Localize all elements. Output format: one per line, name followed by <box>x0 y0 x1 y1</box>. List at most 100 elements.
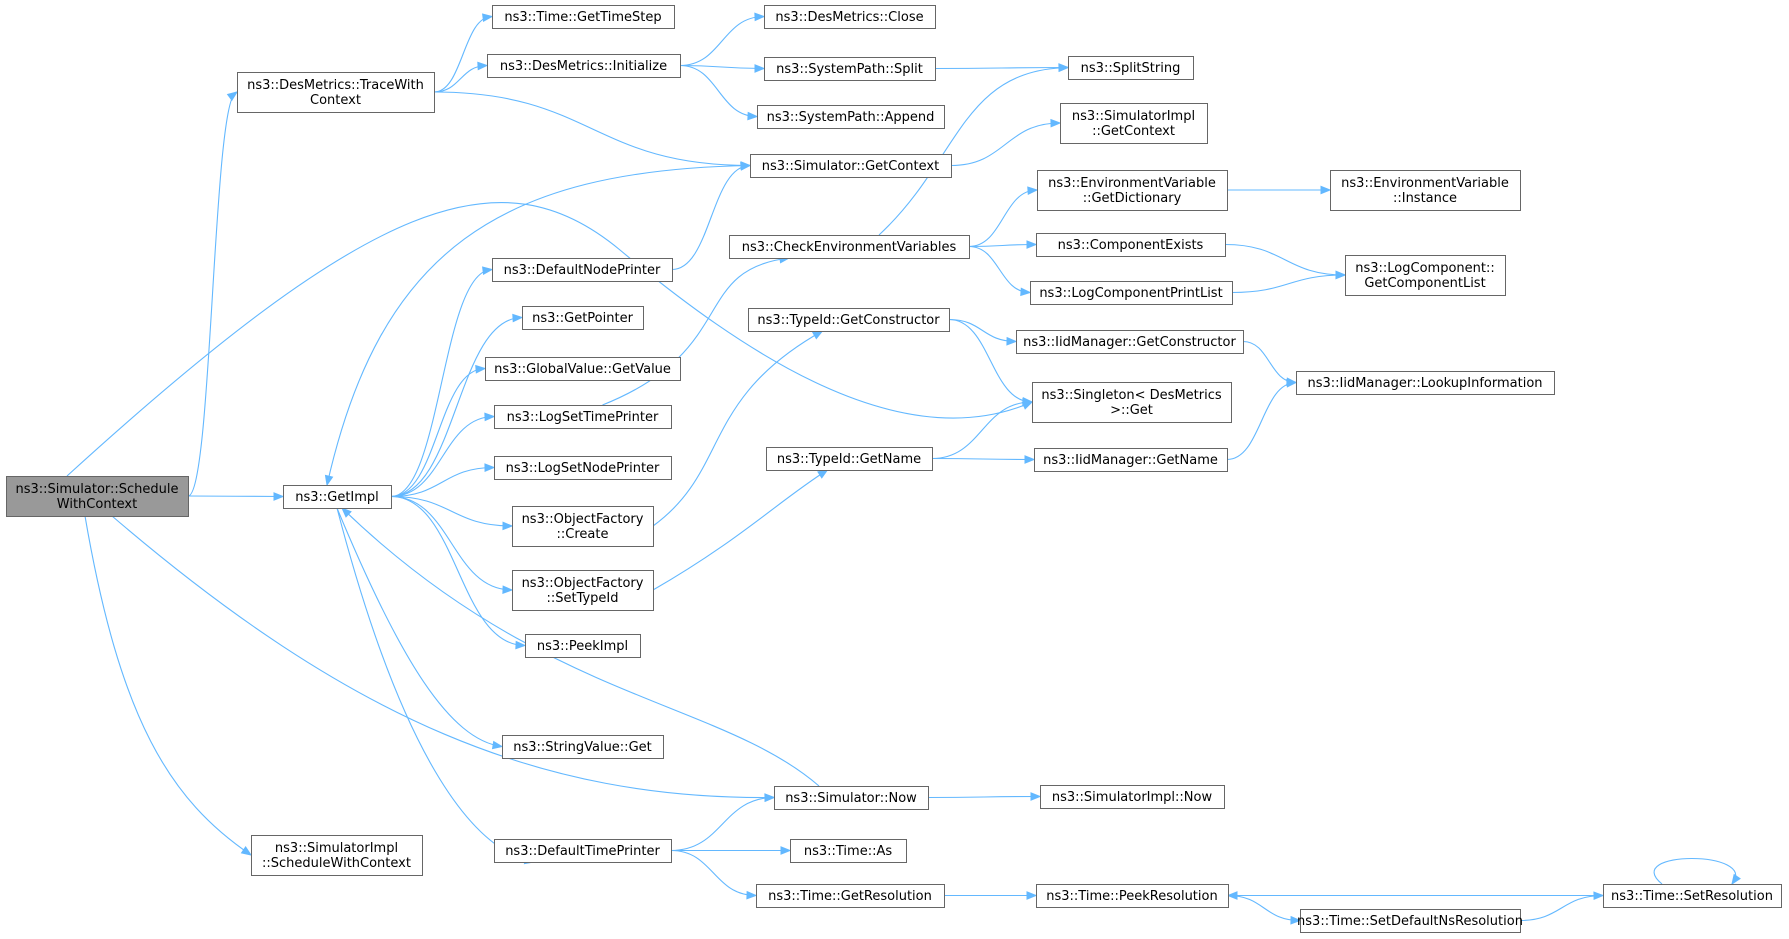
node-box <box>1040 785 1225 809</box>
node-time-peekres[interactable]: ns3::Time::PeekResolution <box>1036 884 1229 908</box>
node-box <box>6 476 189 517</box>
node-label: ns3::SplitString <box>1081 61 1181 76</box>
node-label: ns3::SimulatorImpl <box>1072 109 1195 124</box>
edge-arrowhead <box>482 266 494 275</box>
edge-arrowhead <box>1290 915 1302 925</box>
node-splitstring[interactable]: ns3::SplitString <box>1068 56 1194 80</box>
edge-iid-getctor-to-iid-lookup <box>1242 340 1297 384</box>
node-deftimeprinter[interactable]: ns3::DefaultTimePrinter <box>494 839 672 863</box>
edge-arrowhead <box>484 463 496 472</box>
node-sim-getctx[interactable]: ns3::Simulator::GetContext <box>750 154 952 178</box>
edge-iid-getname-to-iid-lookup <box>1226 381 1297 461</box>
edge-dm-init-to-dm-close <box>679 15 765 67</box>
node-box <box>525 634 641 658</box>
node-box <box>522 306 644 330</box>
node-compexists[interactable]: ns3::ComponentExists <box>1036 233 1226 257</box>
node-time-setres[interactable]: ns3::Time::SetResolution <box>1603 884 1782 908</box>
edge-arrowhead <box>817 469 829 479</box>
node-label: Context <box>310 93 361 108</box>
edge-compexists-to-logcomp-list <box>1224 243 1346 276</box>
edge-arrowhead <box>226 91 239 102</box>
node-label: ::Instance <box>1393 191 1457 206</box>
node-box <box>1030 281 1233 305</box>
node-label: ns3::TypeId::GetName <box>777 452 921 467</box>
node-getimpl[interactable]: ns3::GetImpl <box>283 485 392 509</box>
edge-deftimeprinter-to-sim-now <box>670 796 775 852</box>
node-logsettime[interactable]: ns3::LogSetTimePrinter <box>494 405 672 429</box>
edge-arrowhead <box>754 64 766 73</box>
node-label: ns3::EnvironmentVariable <box>1048 176 1216 191</box>
node-iid-lookup[interactable]: ns3::IidManager::LookupInformation <box>1296 371 1555 395</box>
node-simimpl-getctx[interactable]: ns3::SimulatorImpl::GetContext <box>1060 103 1208 144</box>
node-box <box>1603 884 1782 908</box>
edge-dm-init-to-sp-append <box>679 64 758 118</box>
node-logcompprint[interactable]: ns3::LogComponentPrintList <box>1030 281 1233 305</box>
node-checkenv[interactable]: ns3::CheckEnvironmentVariables <box>729 235 970 259</box>
node-simimpl-now[interactable]: ns3::SimulatorImpl::Now <box>1040 785 1225 809</box>
node-sv-get[interactable]: ns3::StringValue::Get <box>502 735 664 759</box>
node-dm-close[interactable]: ns3::DesMetrics::Close <box>764 5 936 29</box>
node-box <box>766 447 933 471</box>
node-defnodeprinter[interactable]: ns3::DefaultNodePrinter <box>492 258 673 282</box>
edge-trace-to-timestep <box>433 15 493 93</box>
edge-arrowhead <box>811 330 824 340</box>
node-sim-now[interactable]: ns3::Simulator::Now <box>774 786 929 810</box>
node-env-getdict[interactable]: ns3::EnvironmentVariable::GetDictionary <box>1037 170 1228 211</box>
node-sp-append[interactable]: ns3::SystemPath::Append <box>757 105 945 129</box>
node-label: ns3::Time::As <box>804 844 893 859</box>
node-logcomp-list[interactable]: ns3::LogComponent::GetComponentList <box>1345 255 1506 296</box>
node-iid-getctor[interactable]: ns3::IidManager::GetConstructor <box>1016 330 1244 354</box>
edge-sim-getctx-to-getimpl <box>326 164 751 486</box>
node-box <box>1330 170 1521 211</box>
node-tid-getname[interactable]: ns3::TypeId::GetName <box>766 447 933 471</box>
edge-trace-to-sim-getctx <box>433 91 751 167</box>
node-of-create[interactable]: ns3::ObjectFactory::Create <box>512 506 654 547</box>
edge-arrowhead <box>1731 873 1741 886</box>
node-label: ::ScheduleWithContext <box>262 856 411 871</box>
node-env-instance[interactable]: ns3::EnvironmentVariable::Instance <box>1330 170 1521 211</box>
edge-getimpl-to-of-settype <box>390 495 513 591</box>
node-time-getres[interactable]: ns3::Time::GetResolution <box>756 884 945 908</box>
node-singleton-get[interactable]: ns3::Singleton< DesMetrics >::Get <box>1032 382 1232 423</box>
edge-arrowhead <box>341 507 352 518</box>
node-label: ns3::LogSetTimePrinter <box>507 410 659 425</box>
edge-arrowhead <box>484 412 496 422</box>
node-time-as[interactable]: ns3::Time::As <box>790 839 907 863</box>
edge-arrowhead <box>754 12 766 22</box>
edge-arrowhead <box>475 364 487 374</box>
edge-arrowhead <box>780 846 792 855</box>
edge-arrowhead <box>1226 891 1238 900</box>
node-label: ns3::CheckEnvironmentVariables <box>742 240 957 255</box>
node-box <box>774 786 929 810</box>
node-box <box>1037 170 1228 211</box>
node-time-setdefns[interactable]: ns3::Time::SetDefaultNsResolution <box>1297 909 1523 933</box>
edge-defnodeprinter-to-sim-getctx <box>671 164 751 271</box>
edge-time-setdefns-to-time-setres <box>1519 894 1604 922</box>
node-label: ns3::DesMetrics::TraceWith <box>247 78 424 93</box>
node-logsetnode[interactable]: ns3::LogSetNodePrinter <box>494 456 672 480</box>
node-peekimpl[interactable]: ns3::PeekImpl <box>525 634 641 658</box>
node-box <box>502 735 664 759</box>
node-label: ns3::IidManager::GetName <box>1043 453 1218 468</box>
node-label: WithContext <box>57 497 137 512</box>
node-tid-getctor[interactable]: ns3::TypeId::GetConstructor <box>748 308 950 332</box>
node-box <box>1345 255 1506 296</box>
edge-arrowhead <box>1335 270 1347 280</box>
node-dm-init[interactable]: ns3::DesMetrics::Initialize <box>487 54 681 78</box>
node-gv-getvalue[interactable]: ns3::GlobalValue::GetValue <box>485 357 681 381</box>
edge-sp-split-to-splitstring <box>934 66 1069 70</box>
node-sched[interactable]: ns3::Simulator::ScheduleWithContext <box>6 476 189 517</box>
node-iid-getname[interactable]: ns3::IidManager::GetName <box>1034 448 1228 472</box>
node-timestep[interactable]: ns3::Time::GetTimeStep <box>492 5 675 29</box>
edge-checkenv-to-logcompprint <box>968 245 1031 294</box>
node-label: ns3::Time::SetResolution <box>1611 889 1773 904</box>
node-simimpl-sched[interactable]: ns3::SimulatorImpl::ScheduleWithContext <box>251 835 423 876</box>
node-sp-split[interactable]: ns3::SystemPath::Split <box>764 57 936 81</box>
node-box <box>492 258 673 282</box>
node-getpointer[interactable]: ns3::GetPointer <box>522 306 644 330</box>
edge-arrowhead <box>502 585 514 595</box>
node-label: ns3::IidManager::LookupInformation <box>1307 376 1542 391</box>
node-of-settype[interactable]: ns3::ObjectFactory::SetTypeId <box>512 570 654 611</box>
